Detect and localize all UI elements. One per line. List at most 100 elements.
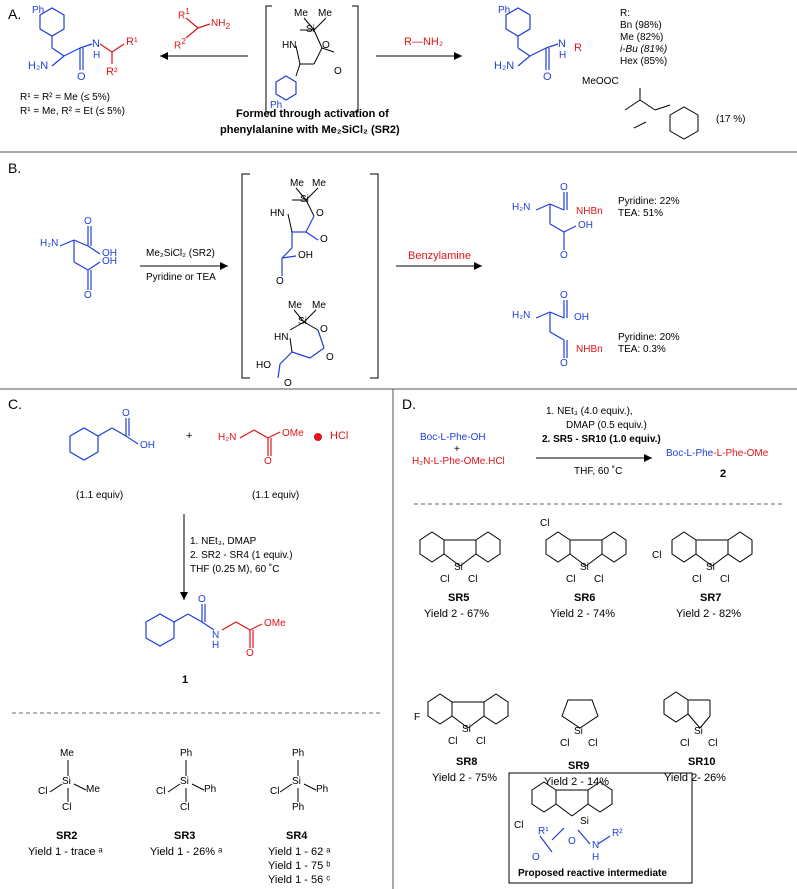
sr2-cl2: Cl (62, 802, 72, 813)
int-cl: Cl (514, 820, 524, 831)
p2-h2n: H₂N (512, 310, 531, 321)
sr8-cl2: Cl (476, 736, 486, 747)
p2-nhbn: NHBn (576, 344, 603, 355)
right-r: R (574, 42, 582, 54)
int1-o2: O (320, 234, 328, 245)
meooc-yield: (17 %) (716, 114, 746, 125)
int-caption: Proposed reactive intermediate (518, 868, 667, 879)
sr6-yield: Yield 2 - 74% (550, 608, 616, 620)
sr8-cl1: Cl (448, 736, 458, 747)
p2-yield-1: TEA: 0.3% (618, 344, 666, 355)
p1-yield-0: Pyridine: 22% (618, 196, 680, 207)
r-list-2: i-Bu (81%) (620, 44, 668, 55)
c-acid-oh: OH (140, 440, 155, 451)
d-cond3: 2. SR5 - SR10 (1.0 equiv.) (542, 434, 661, 445)
sr9-name: SR9 (568, 760, 590, 772)
note-left-2: R¹ = Me, R² = Et (≤ 5%) (20, 106, 125, 117)
center-o1: O (322, 40, 330, 51)
p2-o1: O (560, 290, 568, 301)
right-o: O (543, 71, 552, 83)
right-product-bonds (505, 7, 559, 70)
int-si: Si (580, 816, 589, 827)
sr2-me1: Me (60, 748, 74, 759)
meooc-label: MeOOC (582, 76, 619, 87)
d-cond1: 1. NEt₃ (4.0 equiv.), (546, 406, 633, 417)
reagent-rnh2: R—NH₂ (404, 36, 444, 48)
sr4-yield-1: Yield 1 - 75 ᵇ (268, 860, 331, 872)
d-cond2: DMAP (0.5 equiv.) (566, 420, 647, 431)
b-reagent-2: Pyridine or TEA (146, 272, 216, 283)
amine-r2: R2 (174, 36, 186, 52)
center-ph: Ph (270, 100, 283, 111)
p1-oh: OH (578, 220, 593, 231)
left-h2n: H₂N (28, 60, 49, 72)
asp-oh2: OH (102, 256, 117, 267)
sr7-name: SR7 (700, 592, 722, 604)
sr3-name: SR3 (174, 830, 196, 842)
center-o2: O (334, 66, 342, 77)
c-equiv1: (1.1 equiv) (76, 490, 124, 501)
center-ring (275, 17, 335, 101)
c-cond2: 2. SR2 - SR4 (1 equiv.) (190, 550, 293, 561)
d-product-a: Boc-L-Phe (666, 448, 714, 459)
sr7-cl2: Cl (720, 574, 730, 585)
sr4-yield-0: Yield 1 - 62 ᵃ (268, 846, 331, 858)
left-r1: R¹ (126, 36, 138, 48)
c-p-h: H (212, 640, 220, 651)
caption-line1: Formed through activation of (236, 108, 389, 120)
sr4-ph3: Ph (292, 802, 305, 813)
int1-o1: O (316, 208, 324, 219)
b-reagent-1: Me₂SiCl₂ (SR2) (146, 248, 215, 259)
sr5-yield: Yield 2 - 67% (424, 608, 490, 620)
int1-si: Si (300, 194, 309, 205)
left-product-bonds (39, 7, 125, 70)
top-amine-bonds (185, 17, 211, 39)
int2-si: Si (298, 316, 307, 327)
left-o: O (77, 71, 86, 83)
sr3-si: Si (180, 776, 189, 787)
r-list-3: Hex (85%) (620, 56, 668, 67)
sr4-name: SR4 (286, 830, 308, 842)
sr4-cl: Cl (270, 786, 280, 797)
panel-a-label: A. (8, 6, 22, 22)
left-h: H (93, 50, 101, 61)
c-plus: + (186, 430, 193, 442)
sr4-ph1: Ph (292, 748, 305, 759)
center-me1: Me (294, 8, 308, 19)
asp-oh1: OH (102, 248, 117, 259)
int1-hn: HN (270, 208, 285, 219)
int-o2: O (568, 836, 576, 847)
sr6-cl-ring: Cl (540, 518, 550, 529)
c-acid-o: O (122, 408, 130, 419)
int2-ho: HO (256, 360, 271, 371)
p1-o1: O (560, 182, 568, 193)
sr2-yield: Yield 1 - trace ᵃ (28, 846, 103, 858)
int2-o2: O (326, 352, 334, 363)
sr7-cl1: Cl (692, 574, 702, 585)
int2-me2: Me (312, 300, 326, 311)
d-cond4: THF, 60 ˚C (574, 466, 623, 477)
c-equiv2: (1.1 equiv) (252, 490, 300, 501)
int2-o1: O (320, 324, 328, 335)
int-h: H (592, 852, 600, 863)
sr10-name: SR10 (688, 756, 716, 768)
left-r2: R² (106, 66, 118, 78)
right-n: N (558, 38, 566, 50)
int1-me2: Me (312, 178, 326, 189)
asp-o2: O (84, 290, 92, 301)
int-r2: R² (612, 828, 623, 839)
sr9-cl2: Cl (588, 738, 598, 749)
asp-o1: O (84, 216, 92, 227)
c-p-ome: OMe (264, 618, 286, 629)
sr3-yield: Yield 1 - 26% ᵃ (150, 846, 223, 858)
benzylamine: Benzylamine (408, 250, 471, 262)
r-list-1: Me (82%) (620, 32, 664, 43)
c-cond1: 1. NEt₃, DMAP (190, 536, 257, 547)
sr5-cl2: Cl (468, 574, 478, 585)
right-h2n: H₂N (494, 60, 515, 72)
sr9-yield: Yield 2 - 14% (544, 776, 610, 788)
sr6-cl2: Cl (594, 574, 604, 585)
sr2-me2: Me (86, 784, 100, 795)
sr8-si: Si (462, 724, 471, 735)
